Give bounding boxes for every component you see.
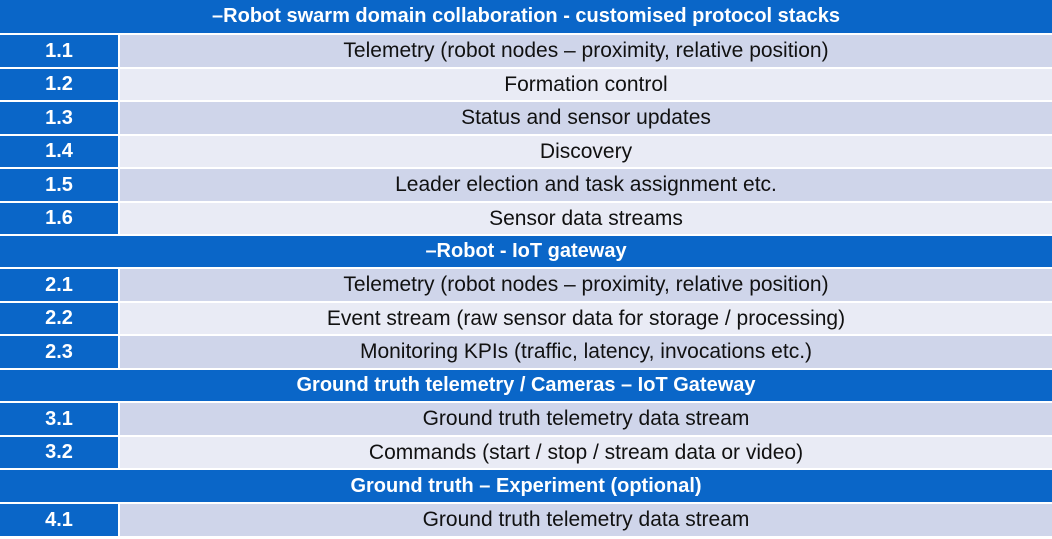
table-row: 2.3 Monitoring KPIs (traffic, latency, i… [0, 336, 1052, 370]
row-number: 1.5 [0, 169, 120, 201]
section-header-ground-truth-cameras: Ground truth telemetry / Cameras – IoT G… [0, 370, 1052, 403]
table-row: 1.6 Sensor data streams [0, 203, 1052, 236]
table-row: 1.1 Telemetry (robot nodes – proximity, … [0, 35, 1052, 69]
section-header-robot-swarm: –Robot swarm domain collaboration - cust… [0, 0, 1052, 35]
row-number: 4.1 [0, 504, 120, 536]
row-description: Monitoring KPIs (traffic, latency, invoc… [120, 336, 1052, 368]
row-number: 2.1 [0, 269, 120, 301]
table-row: 3.1 Ground truth telemetry data stream [0, 403, 1052, 437]
row-description: Status and sensor updates [120, 102, 1052, 134]
row-number: 1.1 [0, 35, 120, 67]
table-row: 3.2 Commands (start / stop / stream data… [0, 437, 1052, 470]
section-header-robot-iot-gateway: –Robot - IoT gateway [0, 236, 1052, 269]
section-title: Ground truth telemetry / Cameras – IoT G… [296, 374, 756, 396]
row-description: Event stream (raw sensor data for storag… [120, 303, 1052, 334]
row-number: 1.6 [0, 203, 120, 234]
row-description: Telemetry (robot nodes – proximity, rela… [120, 35, 1052, 67]
row-number: 1.4 [0, 136, 120, 167]
table-row: 1.4 Discovery [0, 136, 1052, 169]
section-title: –Robot - IoT gateway [425, 240, 627, 262]
row-number: 2.2 [0, 303, 120, 334]
section-title: Ground truth – Experiment (optional) [350, 474, 702, 497]
table-row: 1.5 Leader election and task assignment … [0, 169, 1052, 203]
row-description: Ground truth telemetry data stream [120, 403, 1052, 435]
row-number: 3.1 [0, 403, 120, 435]
row-number: 1.3 [0, 102, 120, 134]
table-row: 2.2 Event stream (raw sensor data for st… [0, 303, 1052, 336]
table-row: 4.1 Ground truth telemetry data stream [0, 504, 1052, 538]
row-description: Telemetry (robot nodes – proximity, rela… [120, 269, 1052, 301]
table-row: 1.2 Formation control [0, 69, 1052, 102]
row-description: Ground truth telemetry data stream [120, 504, 1052, 536]
row-number: 3.2 [0, 437, 120, 468]
section-header-ground-truth-experiment: Ground truth – Experiment (optional) [0, 470, 1052, 504]
row-description: Commands (start / stop / stream data or … [120, 437, 1052, 468]
table-row: 2.1 Telemetry (robot nodes – proximity, … [0, 269, 1052, 303]
table-row: 1.3 Status and sensor updates [0, 102, 1052, 136]
row-number: 1.2 [0, 69, 120, 100]
row-description: Sensor data streams [120, 203, 1052, 234]
row-description: Formation control [120, 69, 1052, 100]
row-number: 2.3 [0, 336, 120, 368]
section-title: –Robot swarm domain collaboration - cust… [212, 5, 840, 27]
row-description: Leader election and task assignment etc. [120, 169, 1052, 201]
row-description: Discovery [120, 136, 1052, 167]
